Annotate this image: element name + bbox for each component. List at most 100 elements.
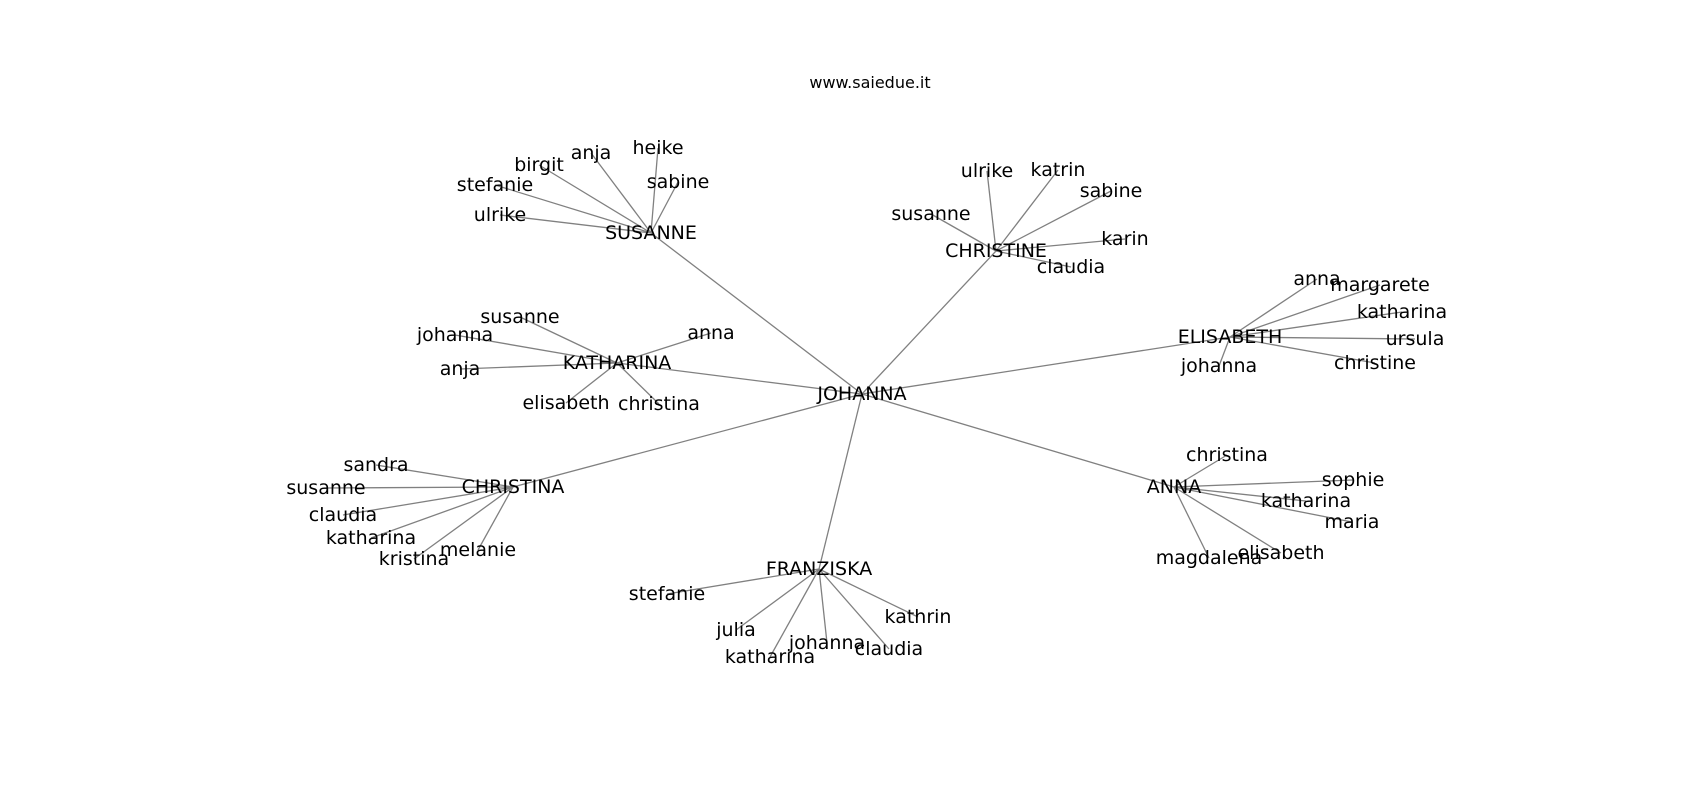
edge-franziska-katharina (769, 568, 820, 658)
edge-center-christine (861, 250, 997, 395)
edge-katharina-johanna (454, 334, 618, 364)
edge-susanne-anja (590, 152, 652, 234)
edges-layer (325, 147, 1416, 658)
labels-layer: JOHANNASUSANNEheikeanjabirgitstefanieulr… (286, 137, 1447, 668)
leaf-node-anna-elisabeth: elisabeth (1237, 542, 1324, 564)
leaf-node-christina-sandra: sandra (343, 454, 408, 476)
hub-node-christine: CHRISTINE (945, 240, 1047, 262)
diagram-title: www.saiedue.it (809, 73, 930, 92)
edge-christine-claudia (995, 250, 1072, 268)
leaf-node-elisabeth-christine: christine (1334, 352, 1416, 374)
leaf-node-franziska-kathrin: kathrin (885, 606, 952, 628)
edge-anna-magdalena (1173, 486, 1210, 559)
edge-katharina-susanne (519, 316, 618, 364)
edge-anna-sophie (1173, 479, 1354, 488)
leaf-node-katharina-christina: christina (618, 393, 700, 415)
hub-node-susanne: SUSANNE (605, 222, 697, 244)
edge-elisabeth-katharina (1229, 311, 1403, 338)
edge-elisabeth-christine (1229, 336, 1376, 364)
edge-anna-christina (1173, 454, 1228, 488)
hub-node-katharina: KATHARINA (563, 352, 672, 374)
leaf-node-anna-christina: christina (1186, 444, 1268, 466)
leaf-node-susanne-anja: anja (571, 142, 612, 164)
edge-center-elisabeth (861, 336, 1231, 395)
edge-susanne-heike (650, 147, 659, 234)
leaf-node-katharina-elisabeth: elisabeth (522, 392, 609, 414)
leaf-node-elisabeth-margarete: margarete (1330, 274, 1430, 296)
leaf-node-christina-melanie: melanie (440, 539, 516, 561)
edge-susanne-ulrike (499, 214, 652, 234)
edge-christine-susanne (930, 213, 997, 252)
leaf-node-anna-sophie: sophie (1322, 469, 1385, 491)
leaf-node-christina-susanne: susanne (286, 477, 365, 499)
leaf-node-christine-ulrike: ulrike (961, 160, 1013, 182)
leaf-node-katharina-anja: anja (440, 358, 481, 380)
edge-anna-elisabeth (1173, 486, 1282, 554)
edge-christina-claudia (342, 486, 514, 516)
edge-susanne-sabine (650, 181, 679, 234)
hub-node-anna: ANNA (1147, 476, 1201, 498)
edge-franziska-stefanie (666, 568, 820, 595)
edge-anna-maria (1173, 486, 1353, 523)
edge-elisabeth-margarete (1229, 284, 1381, 338)
leaf-node-franziska-johanna: johanna (788, 632, 865, 654)
leaf-node-anna-maria: maria (1325, 511, 1380, 533)
center-node-label: JOHANNA (816, 383, 906, 405)
leaf-node-elisabeth-katharina: katharina (1357, 301, 1447, 323)
leaf-node-susanne-heike: heike (632, 137, 683, 159)
edge-katharina-anna (616, 332, 712, 364)
leaf-node-elisabeth-johanna: johanna (1180, 355, 1257, 377)
hub-node-franziska: FRANZISKA (766, 558, 872, 580)
hub-node-elisabeth: ELISABETH (1178, 326, 1283, 348)
leaf-node-christine-susanne: susanne (891, 203, 970, 225)
leaf-node-katharina-johanna: johanna (416, 324, 493, 346)
leaf-node-franziska-katharina: katharina (725, 646, 815, 668)
leaf-node-christina-katharina: katharina (326, 527, 416, 549)
edge-franziska-julia (735, 568, 820, 631)
leaf-node-anna-magdalena: magdalena (1156, 547, 1263, 569)
leaf-node-christine-sabine: sabine (1080, 180, 1143, 202)
edge-christine-karin (995, 238, 1126, 252)
edge-katharina-christina (616, 362, 660, 405)
edge-franziska-kathrin (818, 568, 919, 618)
leaf-node-franziska-claudia: claudia (855, 638, 923, 660)
edge-franziska-johanna (818, 568, 828, 644)
leaf-node-christine-karin: karin (1101, 228, 1148, 250)
edge-elisabeth-anna (1229, 278, 1318, 338)
edge-center-franziska (818, 393, 863, 570)
edge-franziska-claudia (818, 568, 890, 650)
edge-center-anna (861, 393, 1175, 488)
leaf-node-christine-claudia: claudia (1037, 256, 1105, 278)
edge-katharina-elisabeth (565, 362, 618, 404)
leaf-node-elisabeth-anna: anna (1293, 268, 1340, 290)
edge-katharina-anja (459, 362, 618, 370)
edge-center-christina (512, 393, 863, 488)
leaf-node-franziska-julia: julia (715, 619, 756, 641)
hub-node-christina: CHRISTINA (462, 476, 565, 498)
leaf-node-katharina-susanne: susanne (480, 306, 559, 328)
edge-center-susanne (650, 232, 863, 395)
edge-elisabeth-johanna (1218, 336, 1231, 367)
edge-elisabeth-ursula (1229, 336, 1416, 340)
leaf-node-christina-kristina: kristina (379, 548, 449, 570)
edge-christine-ulrike (986, 170, 997, 252)
edge-christina-kristina (413, 486, 514, 560)
edge-christina-katharina (370, 486, 514, 539)
edge-christina-sandra (375, 464, 514, 488)
leaf-node-franziska-stefanie: stefanie (629, 583, 705, 605)
leaf-node-christina-claudia: claudia (309, 504, 377, 526)
edge-susanne-birgit (538, 164, 652, 234)
edge-christina-melanie (477, 486, 514, 551)
edge-christine-katrin (995, 169, 1059, 252)
leaf-node-susanne-ulrike: ulrike (474, 204, 526, 226)
leaf-node-anna-katharina: katharina (1261, 490, 1351, 512)
leaf-node-susanne-stefanie: stefanie (457, 174, 533, 196)
edge-susanne-stefanie (494, 184, 652, 234)
edge-center-katharina (616, 362, 863, 395)
edge-anna-katharina (1173, 486, 1307, 502)
leaf-node-katharina-anna: anna (687, 322, 734, 344)
leaf-node-susanne-birgit: birgit (514, 154, 564, 176)
leaf-node-susanne-sabine: sabine (647, 171, 710, 193)
leaf-node-elisabeth-ursula: ursula (1386, 328, 1445, 350)
